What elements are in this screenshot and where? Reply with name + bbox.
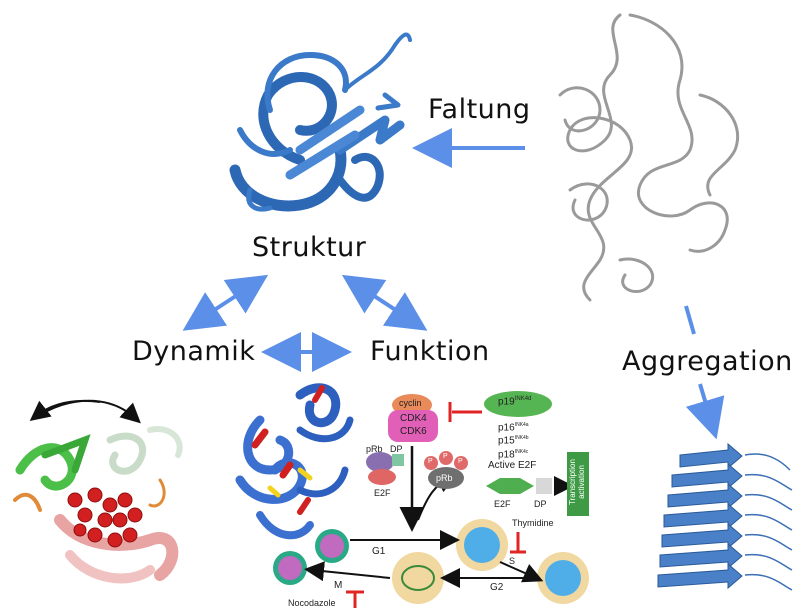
label-aggregation: Aggregation xyxy=(622,346,793,377)
function-protein-structure xyxy=(235,383,354,540)
label-prb-complex: pRb xyxy=(366,444,383,454)
folded-protein-structure xyxy=(229,32,412,212)
label-function: Funktion xyxy=(370,336,490,367)
label-transcription-activation: Transcription activation xyxy=(568,459,586,505)
aggregation-arrow-top xyxy=(684,305,696,335)
prb-shape xyxy=(366,452,394,472)
label-p19: p19INK4d xyxy=(498,396,532,408)
label-dp-active: DP xyxy=(534,499,547,509)
label-e2f-active: E2F xyxy=(494,499,511,509)
cell-m xyxy=(392,552,444,604)
aggregation-arrow-bottom xyxy=(685,383,725,440)
label-p2: P xyxy=(443,453,448,460)
label-s: S xyxy=(509,556,516,566)
label-p3: P xyxy=(458,458,463,465)
label-folding: Faltung xyxy=(428,94,531,125)
label-active-e2f: Active E2F xyxy=(488,460,537,471)
phospho-prb xyxy=(428,467,464,489)
label-e2f-complex: E2F xyxy=(374,488,391,498)
label-cyclin: cyclin xyxy=(399,398,422,408)
label-g2: G2 xyxy=(490,582,504,593)
label-structure: Struktur xyxy=(252,232,367,263)
unfolded-protein-chain xyxy=(558,13,740,302)
label-prb-phospho: pRb xyxy=(436,473,453,483)
label-nocodazole: Nocodazole xyxy=(288,598,336,608)
cell-cycle-diagram xyxy=(273,391,589,608)
label-m: M xyxy=(334,580,343,591)
label-thymidine: Thymidine xyxy=(512,518,554,528)
amyloid-fibril xyxy=(657,442,793,591)
label-cdk4: CDK4 xyxy=(400,413,427,424)
structure-dynamics-arrow xyxy=(182,274,269,331)
cdk-shape xyxy=(388,410,438,442)
p19-shape xyxy=(484,391,552,417)
label-dynamics: Dynamik xyxy=(132,336,256,367)
label-p1: P xyxy=(428,458,433,465)
label-g1: G1 xyxy=(372,546,386,557)
structure-function-arrow xyxy=(341,274,428,331)
label-dp-complex: DP xyxy=(390,444,403,454)
label-cdk6: CDK6 xyxy=(400,426,427,437)
transcription-box xyxy=(567,452,589,516)
label-ink4-list: p16INK4a p15INK4b p18INK4c xyxy=(498,422,529,460)
dynamics-protein-structure xyxy=(13,399,183,584)
